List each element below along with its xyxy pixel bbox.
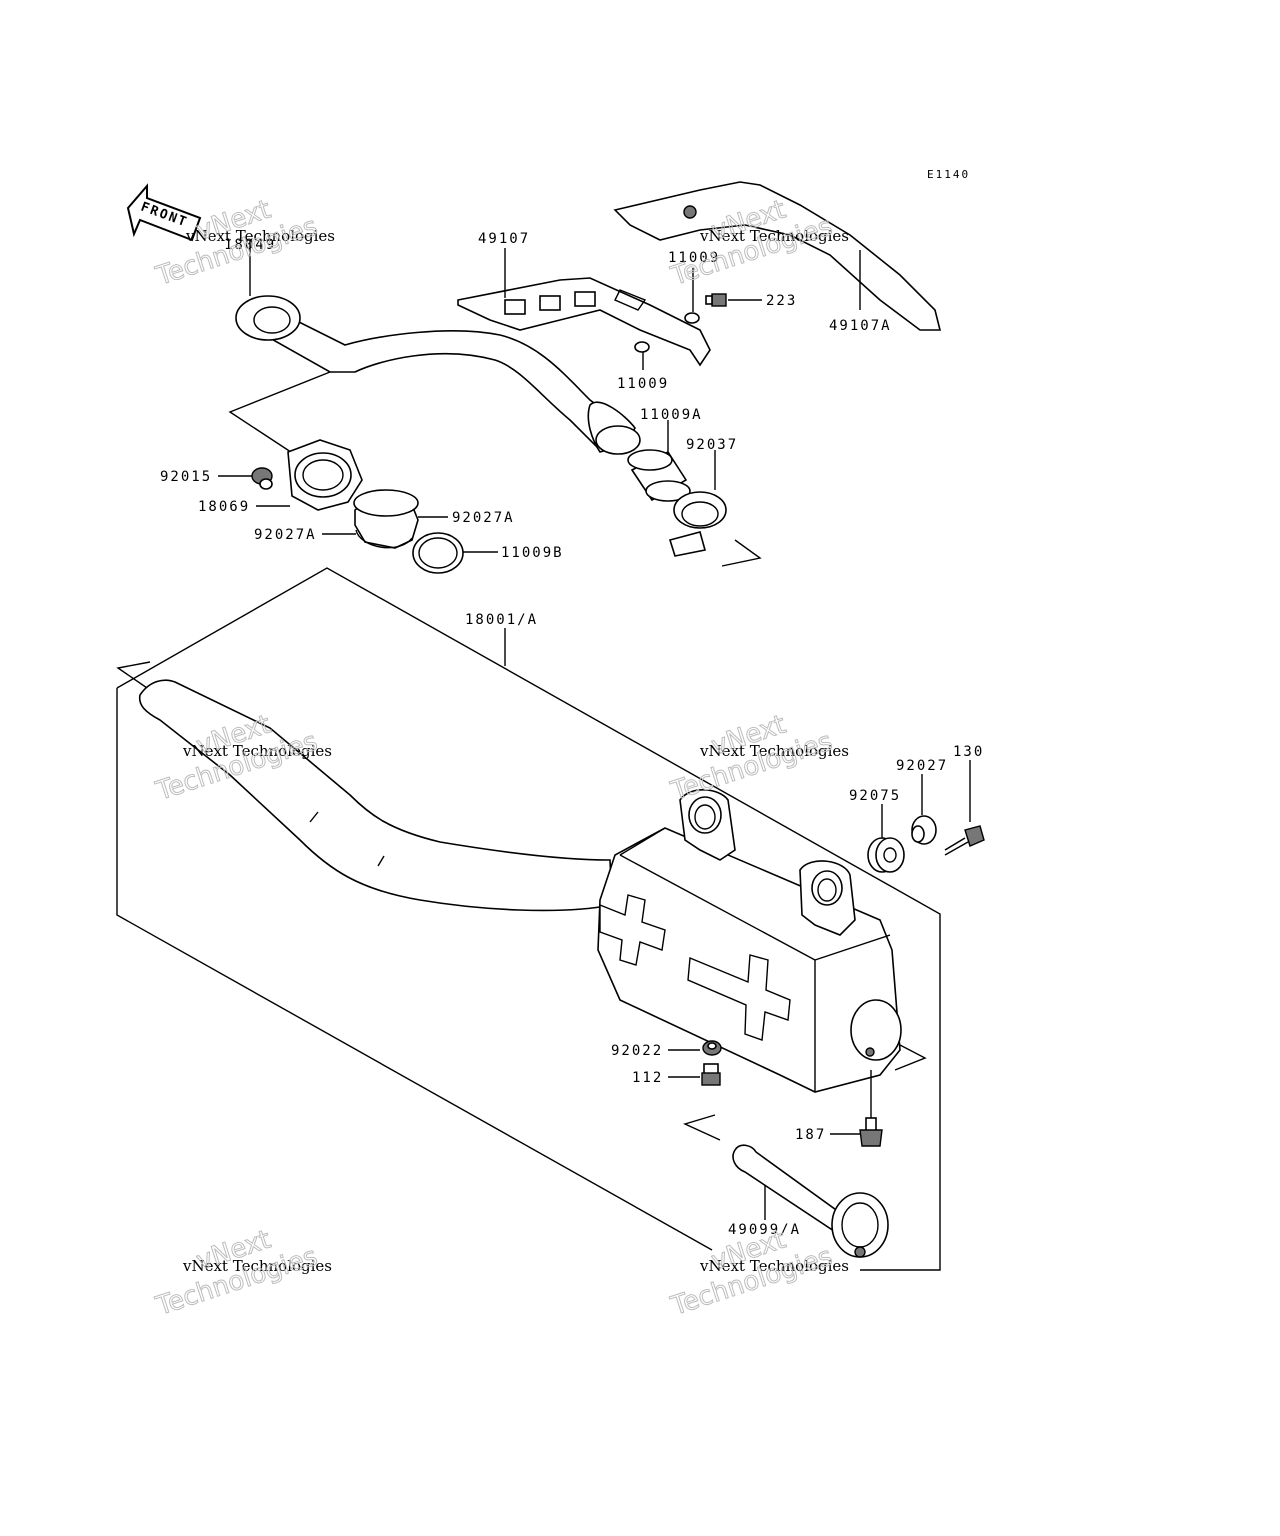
label-187: 187	[795, 1127, 826, 1143]
bolt-130	[944, 825, 985, 856]
collar-92027	[911, 815, 937, 845]
heat-guard-49107A	[613, 181, 942, 331]
washer-11009-bottom	[634, 341, 650, 353]
label-92027A-left: 92027A	[254, 527, 317, 543]
spark-arrester-49099A	[683, 1114, 889, 1258]
bolt-187	[859, 1117, 883, 1147]
label-130: 130	[953, 744, 984, 760]
label-92027A-right: 92027A	[452, 510, 515, 526]
arrow-outlet	[894, 1044, 927, 1071]
bolt-223	[705, 293, 727, 307]
label-223: 223	[766, 293, 797, 309]
gasket-11009B	[412, 532, 464, 574]
watermark-text: vNext Technologies	[699, 227, 849, 245]
label-92075: 92075	[849, 788, 901, 804]
diagram-code: E1140	[927, 168, 970, 181]
label-18049: 18049	[224, 237, 276, 253]
arrow-92037	[721, 539, 762, 567]
label-18069: 18069	[198, 499, 250, 515]
label-11009B: 11009B	[501, 545, 564, 561]
grommet-92075	[867, 837, 905, 873]
label-11009A: 11009A	[640, 407, 703, 423]
watermark-text: vNext Technologies	[185, 227, 335, 245]
watermark-text: vNext Technologies	[699, 742, 849, 760]
watermark-text: vNext Technologies	[182, 1257, 332, 1275]
nut-92015	[251, 467, 273, 490]
muffler-pipe	[138, 679, 613, 912]
header-pipe	[235, 295, 641, 455]
label-11009-bottom: 11009	[617, 376, 669, 392]
nut-92022	[702, 1040, 722, 1056]
label-92015: 92015	[160, 469, 212, 485]
label-18001A: 18001/A	[465, 612, 538, 628]
clamp-92037	[668, 491, 727, 557]
label-49107: 49107	[478, 231, 530, 247]
watermark-text: vNext Technologies	[182, 742, 332, 760]
leader-bracket-flange	[228, 371, 331, 459]
washer-11009-top	[684, 312, 700, 324]
gasket-11009A	[627, 449, 691, 502]
label-92037: 92037	[686, 437, 738, 453]
label-11009-top: 11009	[668, 250, 720, 266]
label-49099A: 49099/A	[728, 1222, 801, 1238]
arrow-18001A	[116, 661, 151, 691]
muffler-body	[597, 789, 902, 1093]
watermark-text: vNext Technologies	[699, 1257, 849, 1275]
collar-92027A	[353, 489, 419, 549]
label-92027: 92027	[896, 758, 948, 774]
label-92022: 92022	[611, 1043, 663, 1059]
label-49107A: 49107A	[829, 318, 892, 334]
flange-18069	[287, 439, 363, 511]
heat-guard-49107	[457, 277, 711, 367]
frame-18001A	[116, 567, 941, 1271]
bolt-112	[701, 1063, 721, 1086]
label-112: 112	[632, 1070, 663, 1086]
